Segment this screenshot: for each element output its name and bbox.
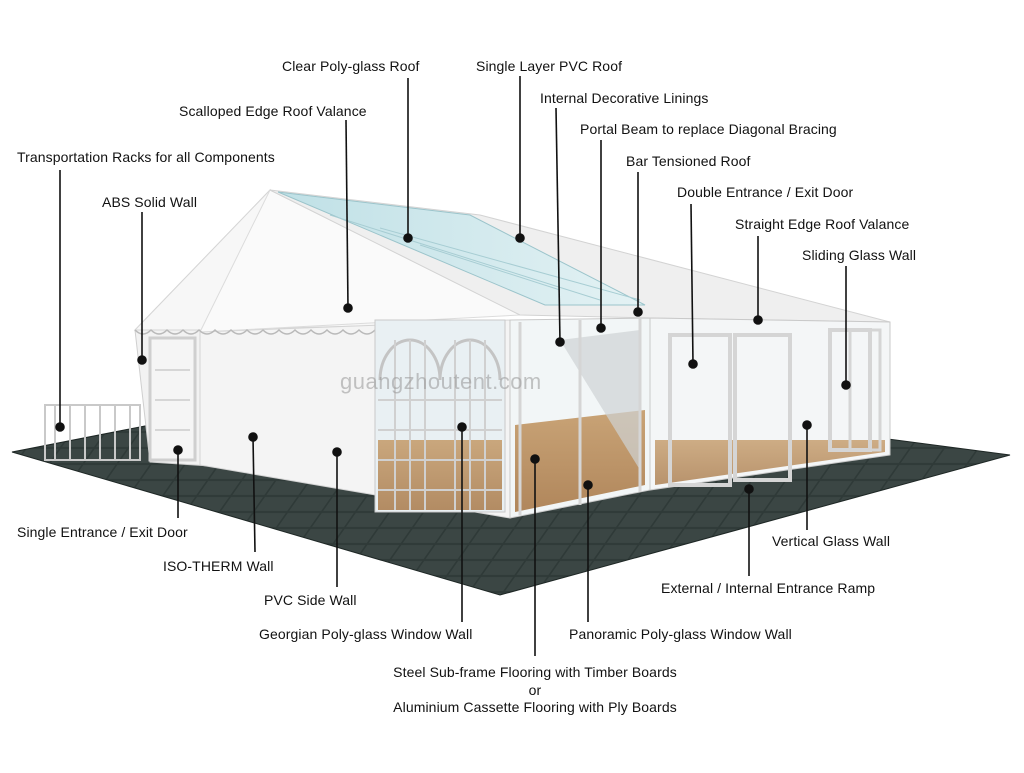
label-straight-edge-roof-valance: Straight Edge Roof Valance: [735, 216, 910, 232]
label-flooring-line2: Aluminium Cassette Flooring with Ply Boa…: [393, 699, 677, 715]
label-bar-tensioned-roof: Bar Tensioned Roof: [626, 153, 751, 169]
label-flooring-or: or: [528, 681, 542, 698]
label-iso-therm-wall: ISO-THERM Wall: [163, 558, 274, 574]
label-internal-decorative-linings: Internal Decorative Linings: [540, 90, 709, 106]
label-vertical-glass-wall: Vertical Glass Wall: [772, 533, 891, 549]
label-portal-beam: Portal Beam to replace Diagonal Bracing: [580, 121, 837, 137]
label-abs-solid-wall: ABS Solid Wall: [102, 194, 198, 210]
label-scalloped-edge-roof-valance: Scalloped Edge Roof Valance: [179, 103, 367, 119]
label-sliding-glass-wall: Sliding Glass Wall: [802, 247, 917, 263]
label-georgian-window-wall: Georgian Poly-glass Window Wall: [259, 626, 473, 642]
label-single-entrance-exit-door: Single Entrance / Exit Door: [17, 524, 188, 540]
transportation-racks: [44, 404, 141, 461]
double-door: [668, 333, 732, 487]
polyglass-roof: [277, 191, 646, 306]
label-panoramic-window-wall: Panoramic Poly-glass Window Wall: [569, 626, 792, 642]
label-pvc-side-wall: PVC Side Wall: [264, 592, 357, 608]
label-flooring-line1: Steel Sub-frame Flooring with Timber Boa…: [393, 664, 677, 680]
label-flooring: Steel Sub-frame Flooring with Timber Boa…: [393, 664, 677, 717]
label-clear-polyglass-roof: Clear Poly-glass Roof: [282, 58, 420, 74]
label-transportation-racks: Transportation Racks for all Components: [17, 149, 275, 165]
watermark: guangzhoutent.com: [340, 369, 542, 394]
label-external-internal-ramp: External / Internal Entrance Ramp: [661, 580, 876, 596]
label-double-entrance-exit-door: Double Entrance / Exit Door: [677, 184, 854, 200]
leader-lines: [55, 76, 851, 656]
label-single-layer-pvc-roof: Single Layer PVC Roof: [476, 58, 623, 74]
